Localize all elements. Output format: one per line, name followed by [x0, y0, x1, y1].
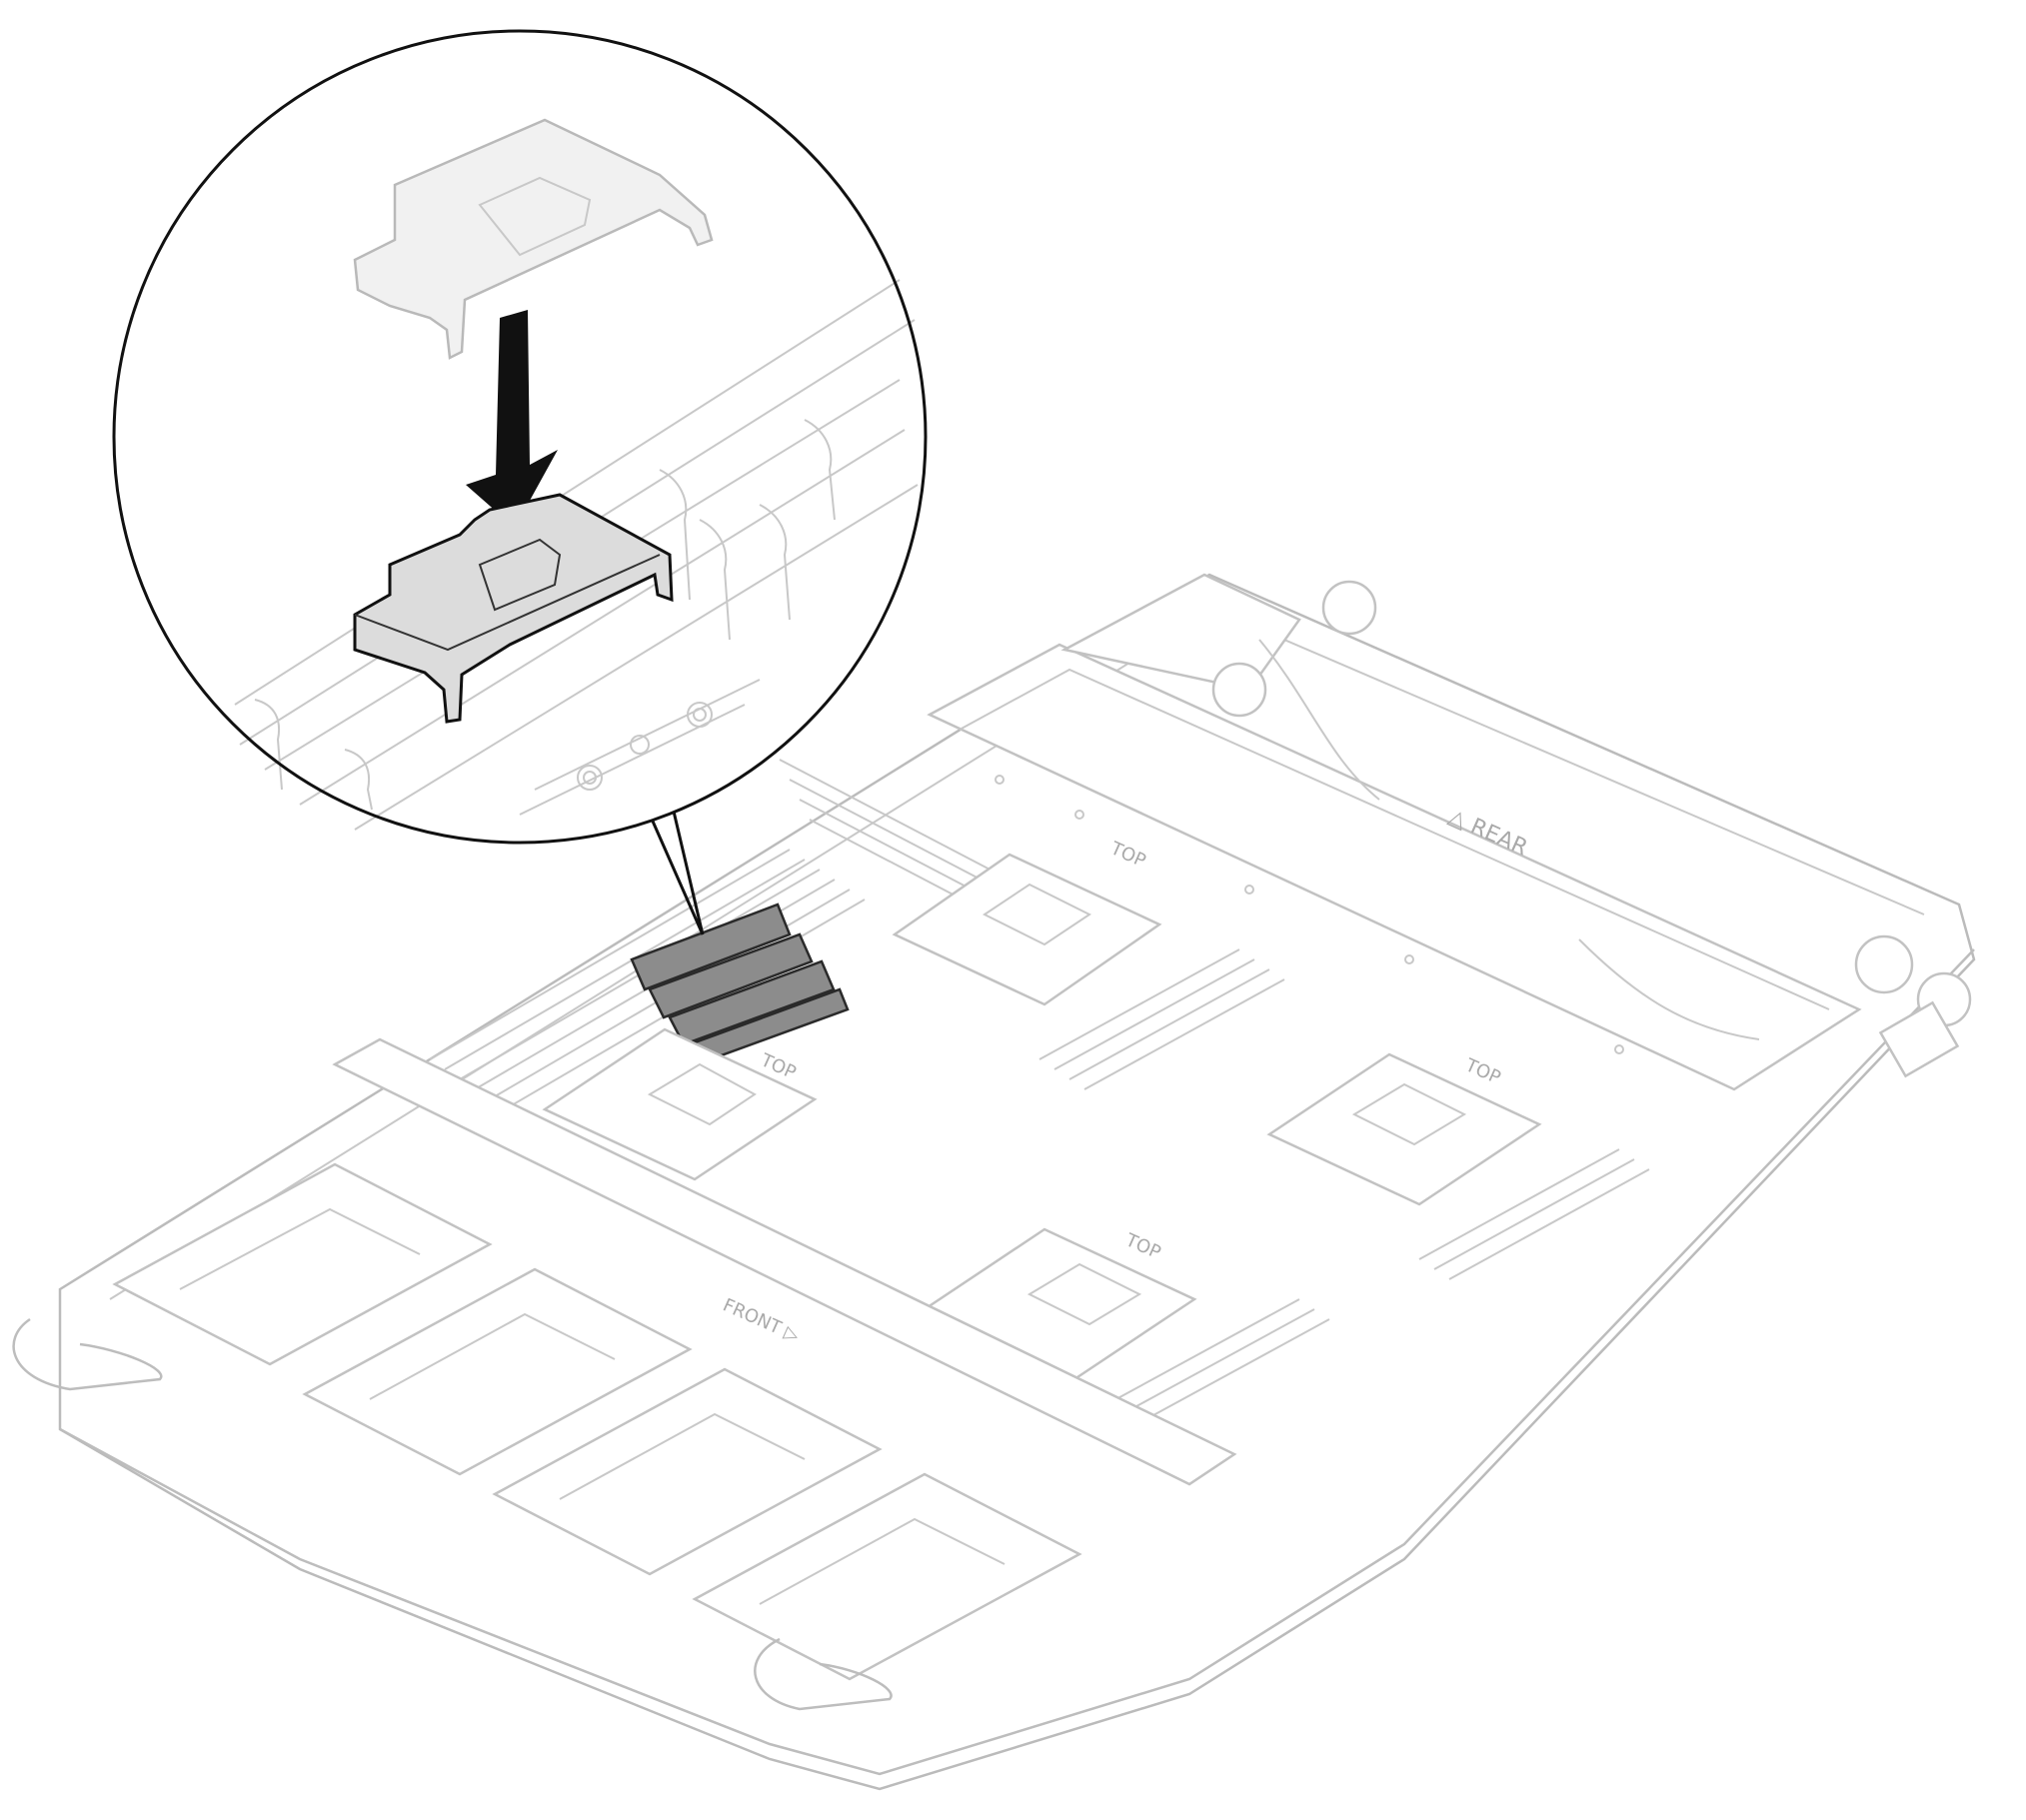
highlight-slot-2 — [648, 932, 814, 1019]
handle-left — [12, 1317, 163, 1391]
cold-plates: TOP TOP TOP TOP — [542, 838, 1542, 1381]
riser-cages — [112, 1162, 1082, 1681]
rear-components — [1060, 573, 1972, 1078]
riser-cage-2 — [302, 1267, 693, 1476]
front-handles — [12, 1317, 893, 1711]
riser-cage-1 — [112, 1162, 493, 1366]
dimm-shield-lifted — [353, 118, 714, 360]
rear-crossbar: △ REAR — [927, 643, 1862, 1091]
zoomed-dimm-rails — [234, 279, 919, 831]
highlighted-dimm-slots — [630, 903, 850, 1063]
dimm-bank-right — [1038, 948, 1650, 1440]
callout-pointer — [634, 782, 705, 935]
tray-bottom-edge — [59, 948, 1975, 1776]
callout-magnifier — [112, 29, 928, 935]
riser-cage-4 — [692, 1472, 1082, 1681]
callout-circle — [112, 29, 928, 845]
highlight-slot-1 — [630, 903, 792, 991]
cold-plate-1 — [892, 853, 1162, 1006]
riser-cage-3 — [492, 1367, 883, 1576]
dimm-shield-installed — [353, 493, 674, 724]
cold-plate-3 — [1266, 1052, 1542, 1206]
cold-plate-2 — [542, 1027, 818, 1181]
arrow-down-icon — [466, 310, 558, 528]
handle-right — [754, 1637, 893, 1711]
